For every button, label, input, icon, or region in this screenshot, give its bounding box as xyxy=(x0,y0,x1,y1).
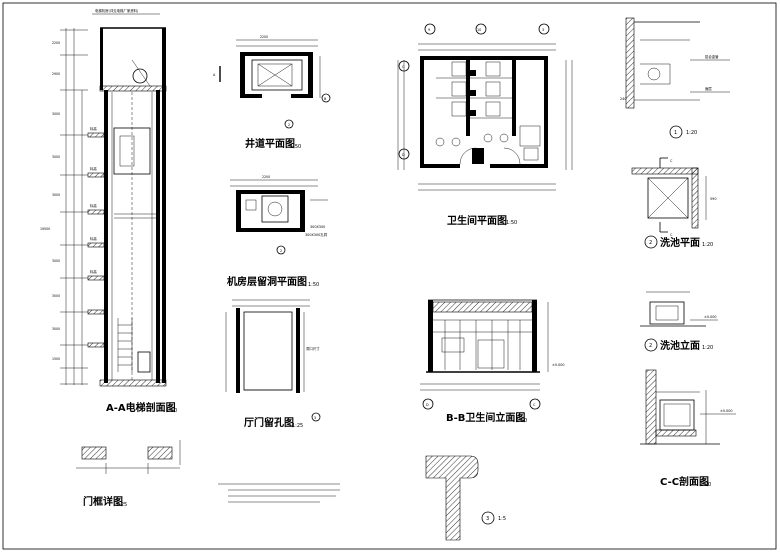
axis-marker-d: D xyxy=(402,153,405,157)
machine-room-plan-drawing: 2200 300X300 300X300孔洞 2 机房层留洞平面图 1:50 xyxy=(227,175,328,288)
door-frame-detail-title: 门框详图 xyxy=(83,495,123,508)
detail-2-plan-scale: 1:20 xyxy=(702,242,713,248)
detail-2-elev-number: 2 xyxy=(649,343,652,349)
svg-text:标高: 标高 xyxy=(90,236,97,241)
elevator-section-title: A-A电梯剖面图 xyxy=(106,401,176,414)
axis-marker-c: C xyxy=(402,65,405,69)
toilet-elevation-drawing: ±0.000 D C B-B卫生间立面图 1:50 xyxy=(420,299,565,424)
section-cc-drawing: ±0.000 C-C剖面图 1:20 xyxy=(640,369,736,488)
toilet-plan-scale: 1:50 xyxy=(506,220,517,226)
svg-text:标高: 标高 xyxy=(90,203,97,208)
svg-text:300X300: 300X300 xyxy=(310,225,325,229)
svg-text:标高: 标高 xyxy=(90,269,97,274)
svg-text:铝合金管: 铝合金管 xyxy=(705,54,719,59)
svg-text:3000: 3000 xyxy=(52,112,60,116)
section-cc-title: C-C剖面图 xyxy=(660,475,709,488)
toilet-elevation-title: B-B卫生间立面图 xyxy=(446,411,525,424)
axis-marker-9: 9 xyxy=(428,28,430,32)
detail-2-plan-title: 洗池平面 xyxy=(660,236,700,249)
detail-2-elevation-drawing: ±0.000 2 洗池立面 1:20 xyxy=(640,291,718,352)
svg-text:19500: 19500 xyxy=(40,227,50,231)
shaft-plan-scale: 1:50 xyxy=(290,144,301,150)
detail-2-elev-scale: 1:20 xyxy=(702,345,713,351)
svg-text:3000: 3000 xyxy=(52,327,60,331)
hall-door-detail-title: 厅门留孔图 xyxy=(244,416,294,429)
door-frame-detail-scale: 1:25 xyxy=(116,502,127,508)
svg-text:3000: 3000 xyxy=(52,259,60,263)
detail-1-scale: 1:20 xyxy=(686,130,697,136)
section-marker-c-bottom: C xyxy=(670,233,673,237)
svg-text:标高: 标高 xyxy=(90,126,97,131)
axis-marker-d2: D xyxy=(426,403,429,407)
svg-text:±0.000: ±0.000 xyxy=(552,363,565,367)
axis-marker-2: 2 xyxy=(288,123,290,127)
hall-door-detail-scale: 1:25 xyxy=(292,423,303,429)
shaft-plan-title: 井道平面图 xyxy=(245,137,295,150)
detail-2-plan-number: 2 xyxy=(649,240,652,246)
svg-text:300X300孔洞: 300X300孔洞 xyxy=(305,232,328,237)
axis-marker-3: 3 xyxy=(314,416,316,420)
svg-text:面层: 面层 xyxy=(705,86,712,91)
section-marker-a: A xyxy=(213,73,216,77)
section-cc-scale: 1:20 xyxy=(700,482,711,488)
machine-room-plan-scale: 1:50 xyxy=(308,282,319,288)
axis-marker-c2: C xyxy=(533,403,536,407)
svg-text:2200: 2200 xyxy=(262,175,270,179)
axis-marker-2b: 2 xyxy=(280,249,282,253)
svg-text:240: 240 xyxy=(620,97,626,101)
section-marker-c-top: C xyxy=(670,159,673,163)
svg-text:±0.000: ±0.000 xyxy=(720,409,733,413)
toilet-plan-drawing: 9 10 3 C D xyxy=(397,23,573,227)
toilet-elevation-scale: 1:50 xyxy=(516,418,527,424)
detail-1-number: 1 xyxy=(674,130,677,136)
shaft-plan-drawing: 2200 A B 2 井道平面图 1:50 xyxy=(213,35,331,150)
detail-2-plan-drawing: C 590 C 2 洗池平面 1:20 xyxy=(631,157,716,249)
svg-text:1500: 1500 xyxy=(52,357,60,361)
detail-3-number: 3 xyxy=(486,516,489,522)
svg-text:洞口尺寸: 洞口尺寸 xyxy=(306,346,320,351)
door-frame-detail-drawing: 门框详图 1:25 xyxy=(76,440,181,508)
svg-text:3000: 3000 xyxy=(52,155,60,159)
detail-3-scale: 1:5 xyxy=(498,516,506,522)
elevator-section-scale: 1:50 xyxy=(166,408,177,414)
axis-marker-10: 10 xyxy=(477,28,481,32)
svg-text:590: 590 xyxy=(710,197,716,201)
axis-marker-b: B xyxy=(324,97,327,101)
svg-text:2200: 2200 xyxy=(260,35,268,39)
svg-text:2900: 2900 xyxy=(52,72,60,76)
svg-text:3000: 3000 xyxy=(52,193,60,197)
detail-3-drawing: 3 1:5 xyxy=(425,455,506,541)
svg-text:±0.000: ±0.000 xyxy=(704,315,717,319)
toilet-plan-title: 卫生间平面图 xyxy=(447,214,507,227)
svg-text:2200: 2200 xyxy=(52,41,60,45)
detail-1-drawing: 铝合金管 面层 240 1 1:20 xyxy=(620,17,730,139)
svg-text:标高: 标高 xyxy=(90,166,97,171)
svg-text:3000: 3000 xyxy=(52,294,60,298)
machine-room-plan-title: 机房层留洞平面图 xyxy=(227,275,307,288)
hall-door-detail-drawing: 洞口尺寸 3 厅门留孔图 1:25 xyxy=(225,299,321,429)
axis-marker-3b: 3 xyxy=(542,28,544,32)
general-notes xyxy=(218,483,340,503)
detail-2-elev-title: 洗池立面 xyxy=(660,339,700,352)
svg-text:电梯机房(详见电梯厂家资料): 电梯机房(详见电梯厂家资料) xyxy=(95,8,139,13)
